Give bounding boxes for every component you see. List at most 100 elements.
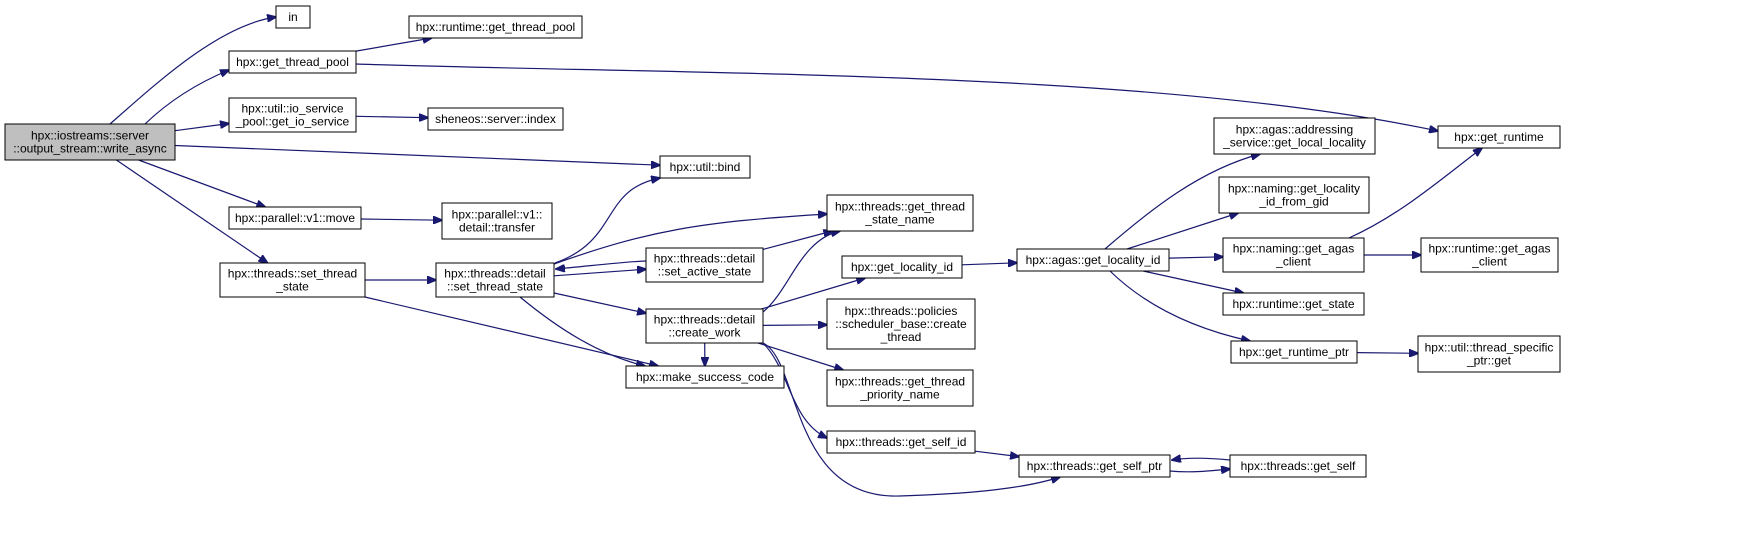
edge-detail_set_thread_state-to-get_thread_state_name <box>553 214 827 265</box>
edge-get_self_id-to-get_self_ptr <box>974 450 1019 456</box>
node-label: hpx::agas::addressing <box>1236 123 1353 137</box>
node-label: hpx::threads::detail <box>654 313 755 327</box>
node-box <box>1229 454 1367 478</box>
node-box <box>441 202 553 240</box>
edge-create_work-to-get_locality_id <box>761 278 865 310</box>
node-get-thread-priority-name[interactable]: hpx::threads::get_thread_priority_name <box>826 369 974 407</box>
edge-create_work-to-get_thread_state_name <box>762 231 840 313</box>
node-make-success-code[interactable]: hpx::make_success_code <box>625 365 785 389</box>
node-io-service[interactable]: hpx::util::io_service_pool::get_io_servi… <box>228 97 357 133</box>
node-thread-specific-ptr[interactable]: hpx::util::thread_specific_ptr::get <box>1417 335 1561 373</box>
node-box <box>1417 335 1561 373</box>
node-label: ::create_work <box>668 326 741 340</box>
node-get-self[interactable]: hpx::threads::get_self <box>1229 454 1367 478</box>
node-label: hpx::threads::get_self_ptr <box>1027 459 1162 473</box>
edge-root-to-io_service <box>174 124 229 132</box>
node-runtime-get-agas-client[interactable]: hpx::runtime::get_agas_client <box>1420 237 1559 273</box>
edge-get_self-to-get_self_ptr <box>1172 458 1231 460</box>
node-set-active-state[interactable]: hpx::threads::detail::set_active_state <box>645 247 764 283</box>
node-get-self-ptr[interactable]: hpx::threads::get_self_ptr <box>1018 454 1171 478</box>
node-sheneos-index[interactable]: sheneos::server::index <box>427 107 564 131</box>
node-box <box>826 430 976 454</box>
node-box <box>4 123 176 161</box>
edge-detail_set_thread_state-to-make_success_code <box>519 296 645 366</box>
node-naming-get-agas-client[interactable]: hpx::naming::get_agas_client <box>1222 237 1365 273</box>
node-box <box>1213 117 1376 155</box>
node-naming-get-locality-id[interactable]: hpx::naming::get_locality_id_from_gid <box>1218 176 1370 214</box>
node-parallel-transfer[interactable]: hpx::parallel::v1::detail::transfer <box>441 202 553 240</box>
node-label: _client <box>1471 255 1507 269</box>
node-label: hpx::util::io_service <box>241 102 343 116</box>
node-label: _ptr::get <box>1466 354 1512 368</box>
node-box <box>826 194 974 232</box>
node-runtime-get-thread-pool[interactable]: hpx::runtime::get_thread_pool <box>408 15 583 39</box>
node-get-thread-state-name[interactable]: hpx::threads::get_thread_state_name <box>826 194 974 232</box>
node-label: hpx::threads::policies <box>845 304 958 318</box>
node-label: hpx::get_locality_id <box>851 260 953 274</box>
edge-get_self_ptr-to-get_self <box>1169 469 1230 472</box>
node-label: _priority_name <box>859 388 940 402</box>
node-box <box>826 369 974 407</box>
node-label: _thread <box>880 330 922 344</box>
node-label: hpx::parallel::v1:: <box>452 208 543 222</box>
node-box <box>625 365 785 389</box>
node-box <box>1222 237 1365 273</box>
node-box <box>1218 176 1370 214</box>
node-label: _state_name <box>864 213 935 227</box>
edge-get_locality_id-to-agas_get_locality_id <box>961 263 1017 265</box>
node-box <box>228 50 357 74</box>
node-set-thread-state[interactable]: hpx::threads::set_thread_state <box>219 262 366 298</box>
node-box <box>1230 340 1358 364</box>
node-box <box>1420 237 1559 273</box>
node-runtime-get-state[interactable]: hpx::runtime::get_state <box>1222 292 1365 316</box>
node-label: hpx::threads::detail <box>654 252 755 266</box>
node-label: _service::get_local_locality <box>1222 136 1366 150</box>
node-create-work[interactable]: hpx::threads::detail::create_work <box>645 308 764 344</box>
node-box <box>228 97 357 133</box>
node-label: hpx::get_thread_pool <box>236 55 349 69</box>
node-box <box>427 107 564 131</box>
edge-root-to-parallel_move <box>138 159 266 207</box>
node-label: hpx::naming::get_agas <box>1233 242 1354 256</box>
edge-agas_get_locality_id-to-runtime_get_state <box>1142 270 1243 293</box>
node-box <box>826 298 976 350</box>
edge-get_thread_pool-to-runtime_get_thread_pool <box>355 38 432 52</box>
edge-root-to-get_thread_pool <box>144 70 229 125</box>
edge-root-to-in <box>109 17 276 125</box>
node-label: ::set_thread_state <box>447 280 543 294</box>
edge-create_work-to-scheduler_create_thread <box>762 325 827 326</box>
node-get-locality-id[interactable]: hpx::get_locality_id <box>841 255 963 279</box>
node-label: ::set_active_state <box>658 265 752 279</box>
node-get-self-id[interactable]: hpx::threads::get_self_id <box>826 430 976 454</box>
edge-set_active_state-to-detail_set_thread_state <box>556 260 647 269</box>
node-addressing-service[interactable]: hpx::agas::addressing_service::get_local… <box>1213 117 1376 155</box>
node-detail-set-thread-state[interactable]: hpx::threads::detail::set_thread_state <box>435 262 555 298</box>
node-box <box>219 262 366 298</box>
node-label: in <box>288 10 297 24</box>
node-label: hpx::runtime::get_agas <box>1428 242 1550 256</box>
node-root: hpx::iostreams::server::output_stream::w… <box>4 123 176 161</box>
node-label: hpx::threads::set_thread <box>228 267 357 281</box>
edge-agas_get_locality_id-to-get_runtime_ptr <box>1109 270 1250 341</box>
node-label: hpx::threads::get_thread <box>835 375 965 389</box>
edge-agas_get_locality_id-to-addressing_service <box>1104 154 1260 250</box>
node-label: hpx::naming::get_locality <box>1228 182 1360 196</box>
node-util-bind[interactable]: hpx::util::bind <box>659 155 751 179</box>
node-label: hpx::iostreams::server <box>31 129 149 143</box>
node-label: hpx::get_runtime <box>1454 130 1544 144</box>
node-get-runtime[interactable]: hpx::get_runtime <box>1437 125 1561 149</box>
edge-agas_get_locality_id-to-naming_get_locality_id <box>1126 213 1238 250</box>
node-box <box>228 206 362 230</box>
node-label: hpx::threads::get_self_id <box>836 435 967 449</box>
node-box <box>408 15 583 39</box>
node-get-runtime-ptr[interactable]: hpx::get_runtime_ptr <box>1230 340 1358 364</box>
node-get-thread-pool[interactable]: hpx::get_thread_pool <box>228 50 357 74</box>
node-parallel-move[interactable]: hpx::parallel::v1::move <box>228 206 362 230</box>
node-label: hpx::util::bind <box>670 160 741 174</box>
node-scheduler-create-thread[interactable]: hpx::threads::policies::scheduler_base::… <box>826 298 976 350</box>
node-in[interactable]: in <box>275 5 311 29</box>
edge-root-to-util_bind <box>174 144 660 166</box>
node-agas-get-locality-id[interactable]: hpx::agas::get_locality_id <box>1016 248 1170 272</box>
node-label: hpx::get_runtime_ptr <box>1239 345 1349 359</box>
